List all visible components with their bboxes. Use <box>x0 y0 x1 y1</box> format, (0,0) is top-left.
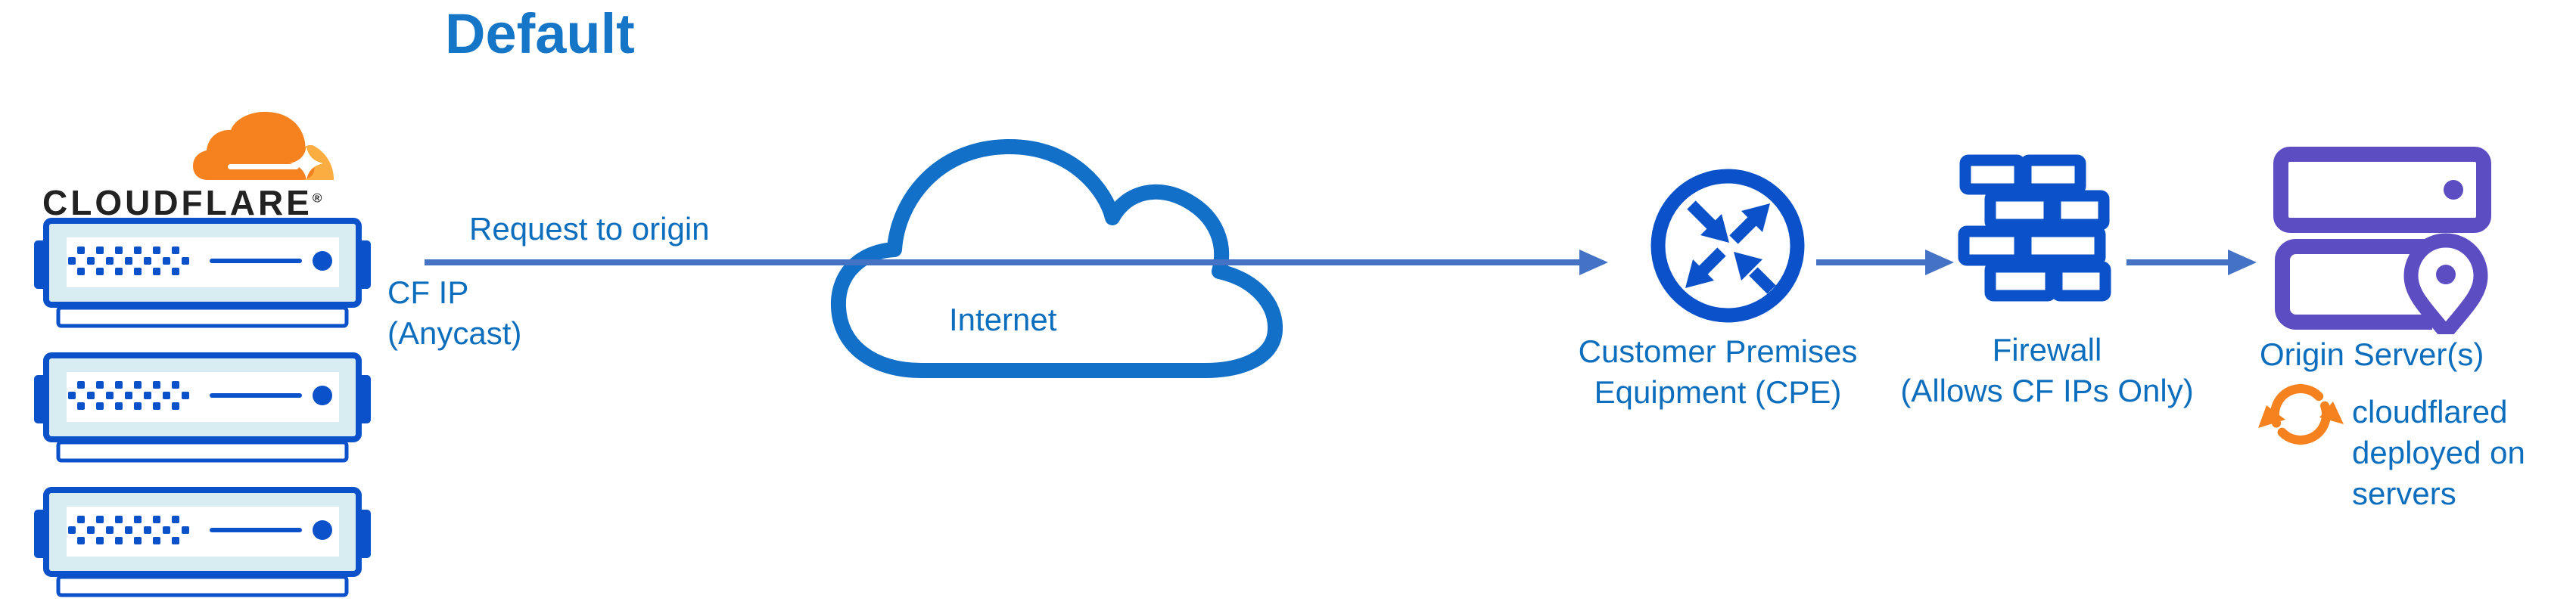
cf-ip-anycast-label: CF IP (Anycast) <box>387 272 521 354</box>
firewall-label-line1: Firewall <box>1992 332 2102 367</box>
cf-ip-line2: (Anycast) <box>387 315 522 351</box>
request-to-origin-label: Request to origin <box>469 211 710 247</box>
registered-mark: ® <box>312 191 322 206</box>
internet-cloud-icon <box>830 138 1283 378</box>
cloudflared-note-line1: cloudflared <box>2352 394 2508 429</box>
page-title: Default <box>445 2 635 65</box>
origin-server-label: Origin Server(s) <box>2260 336 2484 372</box>
cloudflared-note: cloudflared deployed on servers <box>2352 392 2525 513</box>
arrow-request-to-origin-line <box>425 259 1581 265</box>
edge-server-icon <box>34 352 371 463</box>
origin-server-icon <box>2273 147 2491 334</box>
cloudflared-sync-icon <box>2258 384 2344 445</box>
arrow-firewall-to-origin-line <box>2126 259 2229 265</box>
cloudflare-logo-icon <box>193 111 334 180</box>
cloudflared-note-line2: deployed on <box>2352 434 2525 470</box>
cpe-router-icon <box>1650 169 1805 323</box>
arrow-cpe-to-firewall-head <box>1925 250 1954 275</box>
cloudflared-note-line3: servers <box>2352 475 2456 511</box>
cf-ip-line1: CF IP <box>387 274 469 310</box>
firewall-icon <box>1958 154 2111 302</box>
wordmark-text: CLOUDFLARE <box>42 183 313 222</box>
edge-server-icon <box>34 218 371 328</box>
arrow-firewall-to-origin-head <box>2228 250 2257 275</box>
cpe-label: Customer Premises Equipment (CPE) <box>1555 331 1881 413</box>
arrow-request-to-origin-head <box>1579 250 1608 275</box>
firewall-label-line2: (Allows CF IPs Only) <box>1900 372 2194 408</box>
firewall-label: Firewall (Allows CF IPs Only) <box>1873 330 2221 411</box>
edge-server-icon <box>34 487 371 597</box>
internet-label: Internet <box>949 302 1057 337</box>
arrow-cpe-to-firewall-line <box>1816 259 1928 265</box>
cloudflare-wordmark: CLOUDFLARE® <box>42 182 322 223</box>
cpe-label-line1: Customer Premises <box>1578 333 1858 369</box>
cpe-label-line2: Equipment (CPE) <box>1594 374 1842 410</box>
